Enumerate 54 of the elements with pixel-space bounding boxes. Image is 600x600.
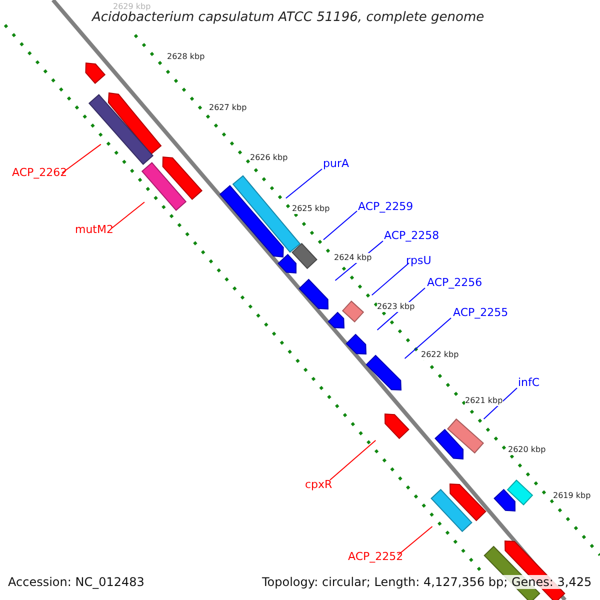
leader-line: [330, 440, 376, 480]
gene-block: [108, 93, 162, 155]
map-title: Acidobacterium capsulatum ATCC 51196, complete genome: [92, 10, 484, 25]
scale-label: 2622 kbp: [421, 350, 459, 360]
gene-block: [342, 301, 364, 322]
gene-block: [85, 63, 105, 84]
gene-label: ACP_2262: [12, 166, 68, 179]
gene-label: cpxR: [305, 478, 332, 491]
gene-block: [450, 484, 486, 521]
gene-block: [220, 185, 284, 257]
gene-label: purA: [323, 157, 350, 170]
gene-block: [89, 94, 153, 165]
scale-label: 2626 kbp: [250, 153, 288, 163]
leader-line: [322, 210, 358, 240]
gene-label: ACP_2255: [453, 306, 508, 319]
gene-label: ACP_2258: [384, 229, 440, 242]
leader-line: [112, 202, 145, 228]
scale-label: 2627 kbp: [209, 103, 247, 113]
gene-block: [299, 279, 328, 309]
leader-line: [62, 144, 102, 174]
gene-block: [447, 419, 484, 453]
gene-block: [328, 312, 344, 328]
gene-block: [292, 243, 317, 269]
leader-line: [483, 388, 518, 420]
accession-text: Accession: NC_012483: [8, 575, 144, 589]
leader-line: [371, 262, 410, 296]
scale-label: 2628 kbp: [167, 52, 205, 62]
gene-block: [278, 254, 296, 273]
gene-block: [385, 414, 409, 439]
gene-block: [366, 355, 401, 390]
gene-label: ACP_2256: [427, 276, 482, 289]
gene-block: [507, 480, 533, 505]
scale-label: 2619 kbp: [553, 491, 591, 501]
scale-label: 2629 kbp: [113, 2, 151, 12]
gene-label: mutM2: [75, 223, 114, 236]
scale-label: 2620 kbp: [508, 445, 546, 455]
leader-line: [404, 318, 452, 360]
gene-label: ACP_2259: [358, 200, 414, 213]
gene-block: [346, 334, 366, 354]
scale-label: 2624 kbp: [334, 253, 372, 263]
gene-label: ACP_2252: [348, 550, 404, 563]
scale-label: 2625 kbp: [292, 204, 330, 214]
gene-block: [435, 429, 464, 459]
leader-line: [398, 526, 433, 556]
gene-block: [431, 489, 472, 532]
gene-label: infC: [518, 376, 540, 389]
genome-summary: Topology: circular; Length: 4,127,356 bp; Genes: 3,425: [262, 575, 592, 589]
scale-label: 2623 kbp: [377, 302, 415, 312]
gene-label: rpsU: [406, 254, 432, 267]
gene-block: [142, 162, 186, 211]
leader-line: [285, 168, 322, 199]
gene-block: [494, 489, 515, 511]
scale-label: 2621 kbp: [465, 396, 503, 406]
gene-block: [162, 157, 202, 200]
